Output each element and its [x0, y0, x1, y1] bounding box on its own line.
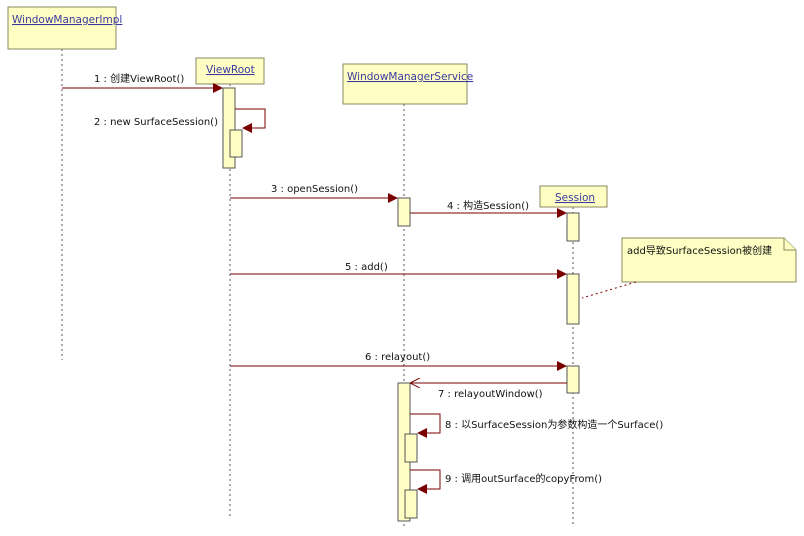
activation-wms-1 [397, 197, 411, 227]
object-label-session: Session [555, 192, 595, 204]
note[interactable]: add导致SurfaceSession被创建 [621, 237, 797, 283]
message-label-7: 7 : relayoutWindow() [438, 389, 543, 400]
note-connector [581, 281, 637, 299]
object-windowmanagerservice[interactable]: WindowManagerService [342, 63, 473, 105]
message-label-1: 1 : 创建ViewRoot() [94, 72, 184, 85]
message-1[interactable]: 1 : 创建ViewRoot() [62, 72, 223, 93]
message-label-3: 3 : openSession() [271, 184, 358, 195]
message-label-4: 4 : 构造Session() [447, 199, 529, 212]
object-label-viewroot: ViewRoot [206, 64, 255, 76]
message-label-8: 8 : 以SurfaceSession为参数构造一个Surface() [445, 418, 663, 431]
object-label-windowmanagerimpl: WindowManagerImpl [12, 14, 122, 26]
note-text: add导致SurfaceSession被创建 [627, 244, 772, 257]
activation-viewroot-nested [229, 129, 243, 158]
activation-wms-nested-1 [404, 433, 418, 463]
message-label-5: 5 : add() [345, 262, 388, 273]
object-windowmanagerimpl[interactable]: WindowManagerImpl [7, 6, 122, 50]
message-label-6: 6 : relayout() [365, 352, 430, 363]
activation-session-3 [566, 365, 580, 394]
object-label-windowmanagerservice: WindowManagerService [347, 71, 473, 83]
message-5[interactable]: 5 : add() [230, 262, 567, 279]
message-8[interactable]: 8 : 以SurfaceSession为参数构造一个Surface() [410, 413, 663, 438]
object-session[interactable]: Session [539, 185, 608, 208]
activation-session-1 [566, 212, 580, 242]
message-3[interactable]: 3 : openSession() [230, 184, 398, 203]
activation-wms-nested-2 [404, 489, 418, 519]
message-6[interactable]: 6 : relayout() [230, 352, 567, 371]
activation-session-2 [566, 273, 580, 325]
message-4[interactable]: 4 : 构造Session() [410, 199, 567, 218]
message-label-9: 9 : 调用outSurface的copyFrom() [445, 472, 602, 485]
message-label-2: 2 : new SurfaceSession() [94, 117, 218, 128]
message-2[interactable]: 2 : new SurfaceSession() [94, 108, 266, 133]
object-viewroot[interactable]: ViewRoot [195, 57, 265, 85]
message-7[interactable]: 7 : relayoutWindow() [411, 383, 567, 400]
message-9[interactable]: 9 : 调用outSurface的copyFrom() [410, 469, 602, 494]
